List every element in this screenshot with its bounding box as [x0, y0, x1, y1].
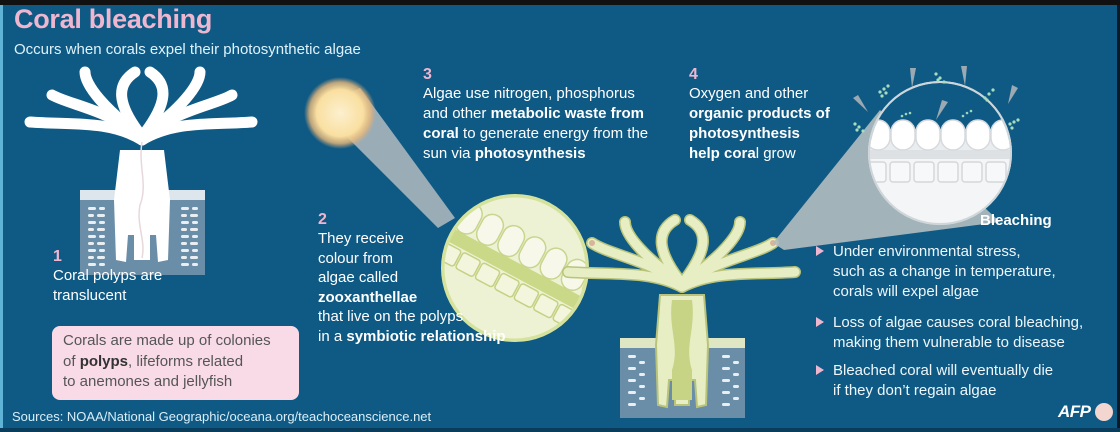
bleaching-bullet-3: Bleached coral will eventually die if th… — [816, 361, 1053, 401]
top-border — [0, 0, 1120, 5]
step-text: They receive colour from algae called zo… — [318, 230, 506, 345]
afp-logo-dot — [1095, 403, 1113, 421]
step-number: 4 — [689, 66, 698, 83]
bottom-border — [0, 428, 1120, 432]
note-text: Corals are made up of colonies of polyps… — [63, 332, 271, 390]
coral-polyp-translucent-icon — [24, 66, 258, 275]
page-title: Coral bleaching — [14, 4, 213, 34]
step-number: 1 — [53, 248, 62, 265]
algae-particle-icon — [853, 72, 1020, 133]
afp-logo-icon: AFP — [1058, 402, 1091, 421]
triangle-bullet-icon — [816, 246, 824, 256]
expelled-spike-icon — [853, 66, 1018, 120]
step-text: Coral polyps are translucent — [53, 267, 163, 304]
step-number: 3 — [423, 66, 432, 83]
bleaching-bullet-1: Under environmental stress, such as a ch… — [816, 242, 1056, 302]
sun-icon — [304, 77, 376, 149]
polyps-info-note: Corals are made up of colonies of polyps… — [52, 326, 299, 400]
sources-credit: Sources: NOAA/National Geographic/oceana… — [12, 409, 432, 424]
triangle-bullet-icon — [816, 365, 824, 375]
page-subtitle: Occurs when corals expel their photosynt… — [14, 41, 361, 58]
step-number: 2 — [318, 211, 327, 228]
step-text: Algae use nitrogen, phosphorus and other… — [423, 85, 649, 162]
step-1: 1 Coral polyps are translucent — [53, 248, 162, 306]
bleaching-heading: Bleaching — [980, 212, 1052, 229]
triangle-bullet-icon — [816, 317, 824, 327]
step-2: 2 They receive colour from algae called … — [318, 211, 506, 346]
bleaching-bullet-2: Loss of algae causes coral bleaching, ma… — [816, 313, 1083, 353]
step-3: 3 Algae use nitrogen, phosphorus and oth… — [423, 66, 648, 164]
step-4: 4 Oxygen and other organic products of p… — [689, 66, 830, 164]
step-text: Oxygen and other organic products of pho… — [689, 85, 830, 162]
coral-polyp-healthy-icon — [562, 214, 801, 418]
